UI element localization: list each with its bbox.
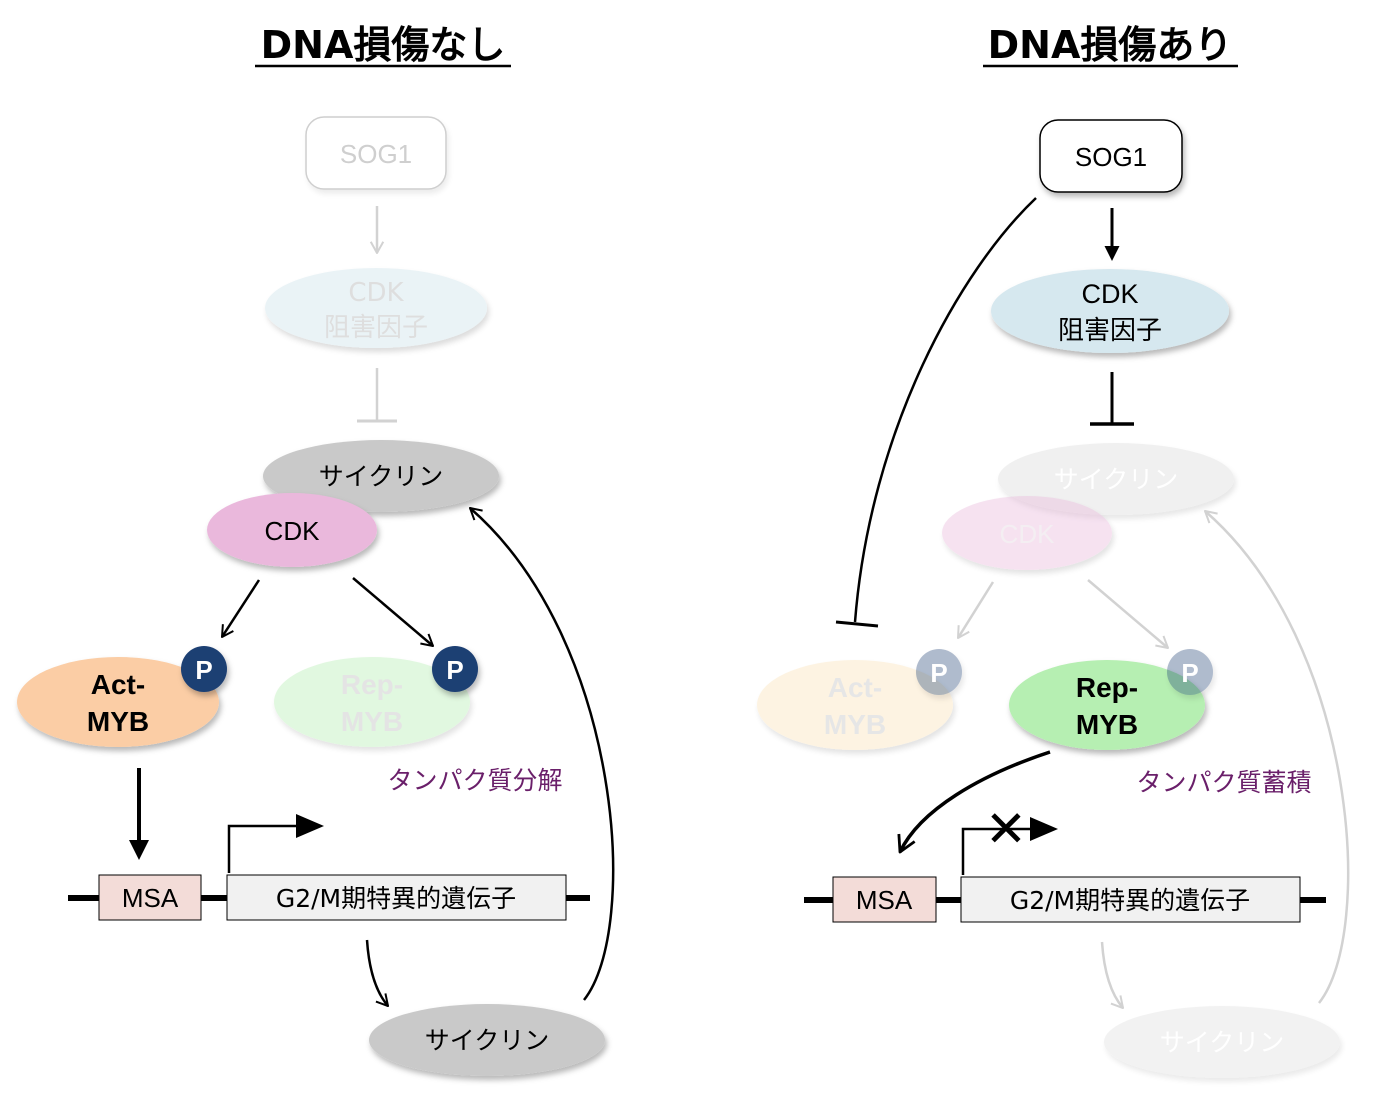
right-arrow-rep-to-msa (897, 750, 1051, 854)
left-promoter-arrow (227, 824, 298, 873)
right-arrow-gene-to-cyclin (1100, 941, 1124, 1009)
left-title: DNA損傷なし (261, 23, 506, 67)
right-panel: DNA損傷あり SOG1 CDK 阻害因子 サイクリン CDK Act- MYB (757, 23, 1350, 1078)
left-act-myb-line2: MYB (87, 706, 149, 737)
left-gene-label: G2/M期特異的遺伝子 (276, 884, 516, 913)
left-phospho-rep-badge (432, 646, 478, 692)
left-msa-label: MSA (122, 883, 179, 913)
right-blocked-mark: ✕ (985, 801, 1027, 857)
left-act-myb-line1: Act- (91, 669, 145, 700)
right-promoter-arrowhead (1030, 817, 1058, 841)
right-phospho-act-label: P (930, 658, 947, 688)
left-arrow-cdk-to-rep (352, 577, 434, 647)
right-sog1-inhibits-act-curve (853, 197, 1037, 623)
right-protein-note: タンパク質蓄積 (1136, 768, 1311, 797)
left-panel: DNA損傷なし SOG1 CDK 阻害因子 サイクリン CDK Act- MYB… (17, 23, 615, 1076)
right-feedback-arrow (1204, 510, 1350, 1004)
left-arrow-cdk-to-act (220, 579, 261, 638)
right-gene-box (960, 876, 1301, 923)
right-cdk-inhibitor-line2: 阻害因子 (1058, 316, 1162, 346)
right-sog1-node (1039, 119, 1183, 193)
left-arrow-gene-to-cyclin (365, 939, 389, 1007)
right-arrow-cdk-to-rep (1087, 579, 1169, 649)
right-cdk-inhibitor-line1: CDK (1081, 279, 1138, 309)
left-cdk-inhibitor-line1: CDK (348, 278, 404, 308)
left-promoter-arrowhead (296, 814, 324, 838)
left-act-myb-node (17, 657, 219, 747)
left-protein-note: タンパク質分解 (387, 766, 562, 795)
right-phospho-rep-badge (1167, 649, 1213, 695)
right-promoter-arrow (961, 827, 1032, 875)
left-cyclin-product-label: サイクリン (425, 1026, 550, 1055)
right-cyclin-node (998, 443, 1234, 515)
right-act-myb-line1: Act- (828, 672, 882, 703)
left-cdk-inhibitor-node (265, 268, 487, 348)
right-cyclin-label: サイクリン (1054, 465, 1179, 494)
left-gene-box (226, 874, 567, 921)
right-msa-label: MSA (856, 885, 913, 915)
right-act-myb-node (757, 660, 953, 750)
right-rep-myb-node (1009, 660, 1205, 750)
right-cyclin-product-node (1104, 1006, 1340, 1078)
right-gene-label: G2/M期特異的遺伝子 (1010, 886, 1250, 915)
left-cdk-node (207, 493, 377, 567)
left-feedback-arrow (469, 507, 615, 1001)
left-cyclin-label: サイクリン (319, 462, 444, 491)
left-rep-myb-node (274, 657, 470, 747)
right-cdk-label: CDK (1000, 519, 1056, 549)
left-cyclin-node (263, 440, 499, 512)
right-rep-myb-line1: Rep- (1076, 672, 1138, 703)
left-phospho-rep-label: P (446, 655, 463, 685)
right-phospho-act-badge (916, 649, 962, 695)
right-arrow-cdk-to-act (956, 581, 995, 639)
right-rep-myb-line2: MYB (1076, 709, 1138, 740)
right-sog1-inhibits-act-bar (835, 620, 879, 628)
left-sog1-node (305, 116, 447, 190)
right-act-myb-line2: MYB (824, 709, 886, 740)
right-phospho-rep-label: P (1181, 658, 1198, 688)
left-phospho-act-badge (181, 646, 227, 692)
right-cyclin-product-label: サイクリン (1160, 1028, 1285, 1057)
left-rep-myb-line2: MYB (341, 706, 403, 737)
left-cdk-label: CDK (265, 516, 321, 546)
left-cdk-inhibitor-line2: 阻害因子 (324, 313, 428, 343)
right-cdk-node (942, 496, 1112, 570)
right-msa-box (832, 876, 937, 923)
left-phospho-act-label: P (195, 655, 212, 685)
right-cdk-inhibitor-node (991, 269, 1229, 353)
left-sog1-label: SOG1 (340, 139, 412, 169)
left-msa-box (98, 874, 202, 921)
right-title: DNA損傷あり (988, 23, 1233, 67)
left-rep-myb-line1: Rep- (341, 669, 403, 700)
left-cyclin-product-node (369, 1004, 605, 1076)
right-sog1-label: SOG1 (1075, 142, 1147, 172)
